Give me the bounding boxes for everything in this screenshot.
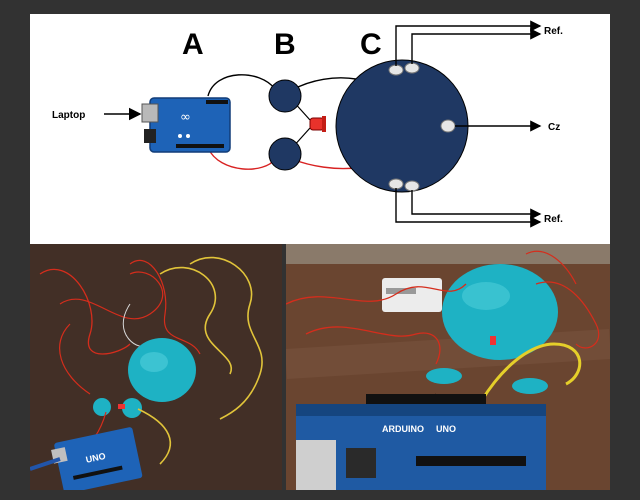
ref-bottom-line-2	[411, 190, 542, 220]
schematic-svg: A B C Laptop ∞	[52, 20, 563, 228]
ref-bottom-line-1	[395, 188, 542, 228]
electrode-b-bottom	[268, 137, 302, 171]
electrode-ref-bottom-1	[388, 178, 404, 190]
ref-top-line-2	[411, 28, 542, 64]
electrode-b-top	[268, 79, 302, 113]
wire-black-board-to-b	[207, 74, 276, 97]
arduino-board: ∞	[141, 97, 231, 153]
section-label-b: B	[274, 28, 296, 61]
ref-bottom-label: Ref.	[544, 214, 563, 225]
electrode-ref-bottom-2	[404, 180, 420, 192]
cz-label: Cz	[548, 122, 560, 133]
board-print-right: UNO	[436, 424, 456, 434]
ref-top-label: Ref.	[544, 26, 563, 37]
electrode-ref-top-2	[404, 62, 420, 74]
led-icon	[309, 116, 326, 132]
wire-red-board-to-b	[207, 147, 276, 170]
infinity-icon: ∞	[180, 110, 191, 125]
photo-angled-view: ARDUINO UNO	[286, 244, 610, 490]
electrode-cz	[440, 119, 456, 133]
board-brand: ARDUINO	[382, 424, 424, 434]
electrode-ref-top-1	[388, 64, 404, 76]
schematic-diagram: A B C Laptop ∞	[30, 14, 610, 244]
photo-top-view: UNO	[30, 244, 282, 490]
section-label-a: A	[182, 28, 204, 61]
board-print-left: UNO	[85, 451, 107, 465]
laptop-label: Laptop	[52, 110, 85, 121]
ref-top-line-1	[395, 20, 542, 66]
section-label-c: C	[360, 28, 382, 61]
